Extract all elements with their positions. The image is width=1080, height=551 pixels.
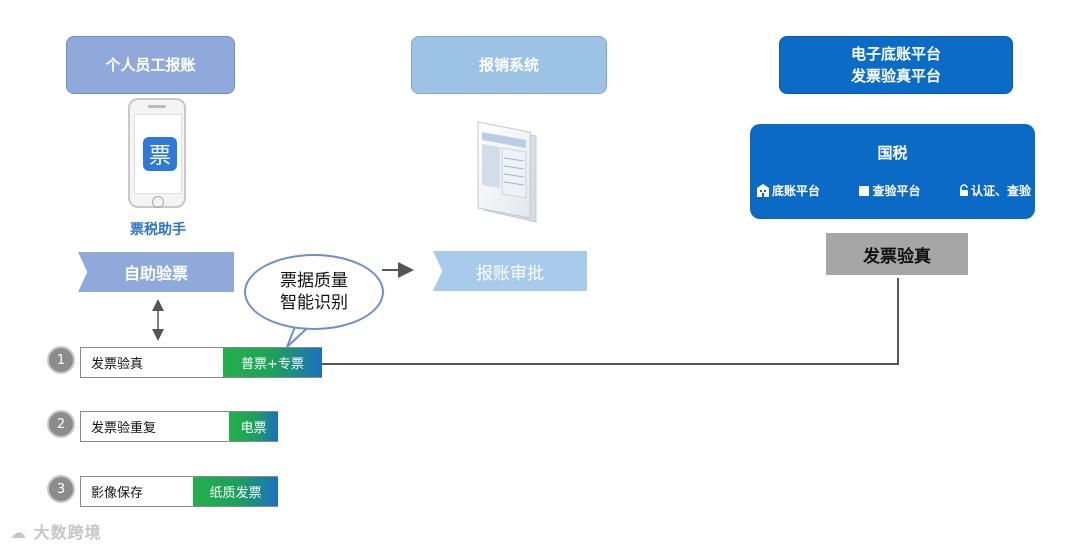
bubble-line2: 智能识别 [280, 292, 348, 314]
step-box-1: 发票验真 普票+专票 [80, 347, 322, 378]
step-box-3: 影像保存 纸质发票 [80, 476, 278, 507]
watermark-logo-icon: ☁ [10, 523, 27, 542]
watermark-text: 大数跨境 [34, 523, 102, 542]
step-label-2: 发票验重复 [81, 417, 156, 436]
quality-recognition-bubble: 票据质量 智能识别 [244, 254, 384, 330]
step-number-text-1: 1 [57, 353, 65, 368]
step-number-text-2: 2 [57, 417, 65, 432]
step-row-1: 发票验真 普票+专票 1 [44, 345, 284, 378]
step-number-text-3: 3 [57, 482, 65, 497]
step-row-3: 影像保存 纸质发票 3 [44, 474, 284, 507]
step-tag-2: 电票 [229, 412, 278, 441]
step-number-3: 3 [47, 475, 75, 503]
step-tag-label-3: 纸质发票 [209, 482, 261, 501]
bubble-line1: 票据质量 [280, 270, 348, 292]
step-number-1: 1 [47, 346, 75, 374]
step-row-2: 发票验重复 电票 2 [44, 409, 284, 442]
step-tag-label-2: 电票 [240, 417, 266, 436]
step-tag-1: 普票+专票 [223, 348, 322, 377]
step-label-3: 影像保存 [81, 482, 143, 501]
step-tag-3: 纸质发票 [193, 477, 278, 506]
step-number-2: 2 [47, 410, 75, 438]
watermark: ☁ 大数跨境 [10, 519, 102, 543]
step-box-2: 发票验重复 电票 [80, 411, 278, 442]
step-label-1: 发票验真 [81, 353, 143, 372]
step-tag-label-1: 普票+专票 [241, 353, 304, 372]
